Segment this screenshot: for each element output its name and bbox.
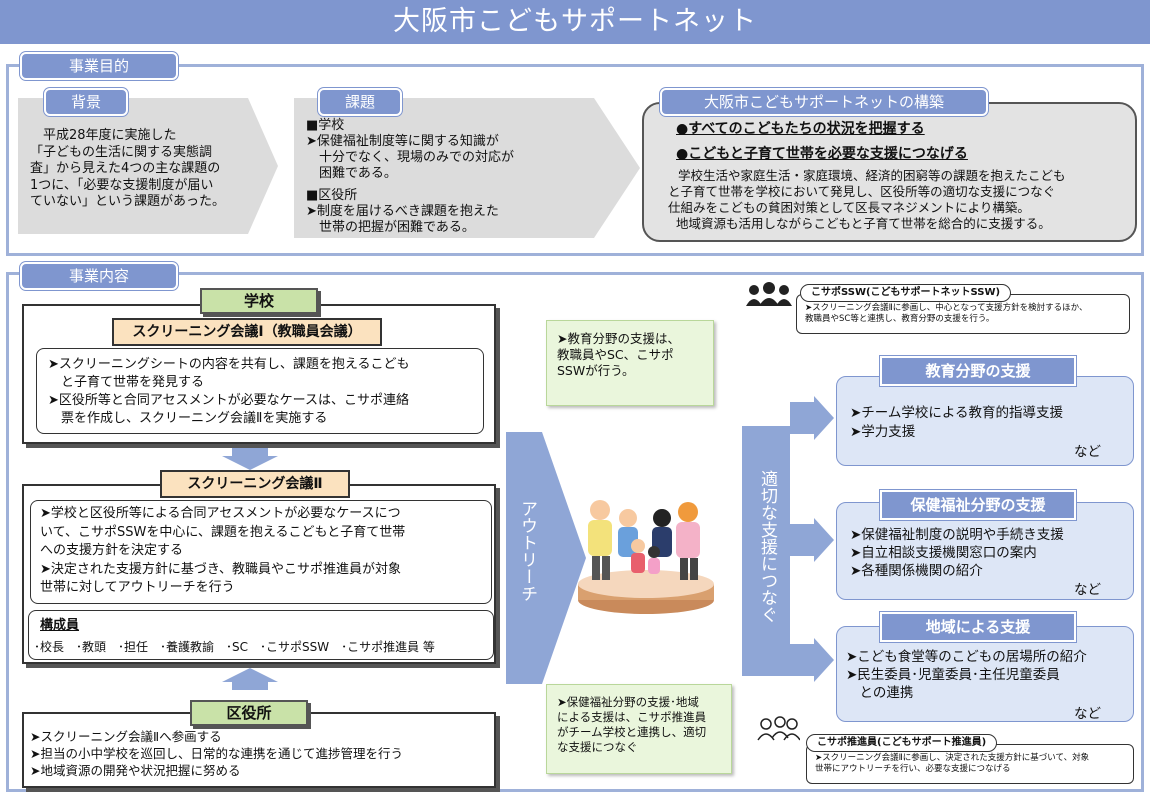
ward-text: ➤スクリーニング会議Ⅱへ参画する ➤担当の小中学校を巡回し、日常的な連携を通じて… [30, 729, 403, 778]
issues-text: ■学校 ➤保健福祉制度等に関する知識が 十分でなく、現場のみでの対応が 困難であ… [306, 118, 515, 235]
connect-arrow [742, 396, 834, 682]
connect-label: 適切な支援につなぐ [757, 470, 777, 623]
support-welfare-head: 保健福祉分野の支援 [880, 490, 1076, 520]
issues-tab: 課題 [318, 88, 402, 116]
family-illustration [578, 500, 714, 614]
build-point-2: ●こどもと子育て世帯を必要な支援につなげる [676, 146, 968, 162]
support-education-items: ➤チーム学校による教育的指導支援 ➤学力支援 [850, 405, 1064, 440]
down-arrow [222, 448, 278, 470]
members-list: ･校長 ･教頭 ･担任 ･養護教諭 ･SC ･こサポSSW ･こサポ推進員 等 [34, 640, 435, 654]
up-arrow [222, 668, 278, 690]
content-tab: 事業内容 [20, 262, 178, 290]
ward-label: 区役所 [190, 700, 308, 726]
group-icon [746, 282, 792, 306]
issues-arrow-panel [294, 98, 640, 238]
meeting-1-content [36, 348, 484, 434]
build-box [642, 102, 1137, 242]
education-note: ➤教育分野の支援は、 教職員やSC、こサポ SSWが行う。 [546, 320, 714, 406]
support-education [836, 376, 1134, 466]
school-label: 学校 [200, 288, 318, 314]
build-tab: 大阪市こどもサポートネットの構築 [660, 88, 988, 116]
support-community [836, 626, 1134, 722]
meeting-2-content [30, 500, 492, 604]
support-community-head: 地域による支援 [880, 612, 1076, 642]
welfare-note: ➤保健福祉分野の支援･地域 による支援は、こサポ推進員 がチーム学校と連携し、適… [546, 684, 732, 774]
screening-meeting-2-label: スクリーニング会議Ⅱ [160, 470, 350, 498]
support-education-head: 教育分野の支援 [880, 356, 1076, 386]
purpose-tab: 事業目的 [20, 52, 178, 80]
meeting-1-text: ➤スクリーニングシートの内容を共有し、課題を抱えるこども と子育て世帯を発見する… [48, 357, 410, 426]
screening-meeting-1-label: スクリーニング会議Ⅰ（教職員会議） [112, 318, 382, 346]
ssw-role-head: こサポSSW(こどもサポートネットSSW) [800, 284, 1012, 302]
background-tab: 背景 [44, 88, 128, 116]
outreach-label: アウトリーチ [517, 500, 537, 602]
meeting-2-text: ➤学校と区役所等による合同アセスメントが必要なケースにつ いて、こサポSSWを中… [40, 506, 406, 595]
support-community-items: ➤こども食堂等のこどもの居場所の紹介 ➤民生委員･児童委員･主任児童委員 との連… [846, 649, 1087, 701]
support-welfare-etc: など [1074, 582, 1101, 598]
members-heading: 構成員 [40, 618, 80, 633]
background-text: 平成28年度に実施した 「子どもの生活に関する実態調 査」から見えた4つの主な課… [30, 128, 226, 209]
outreach-arrow [506, 432, 586, 684]
support-education-etc: など [1074, 444, 1101, 460]
build-text: 学校生活や家庭生活・家庭環境、経済的困窮等の課題を抱えたこども と子育て世帯を学… [668, 168, 1066, 231]
build-point-1: ●すべてのこどもたちの状況を把握する [676, 121, 925, 137]
members-box [28, 610, 494, 660]
support-welfare-items: ➤保健福祉制度の説明や手続き支援 ➤自立相談支援機関窓口の案内 ➤各種関係機関の… [850, 527, 1064, 579]
page-title: 大阪市こどもサポートネット [0, 0, 1150, 44]
support-community-etc: など [1074, 706, 1101, 722]
promoter-role-head: こサポ推進員(こどもサポート推進員) [806, 734, 998, 752]
background-arrow-panel [18, 98, 278, 234]
people-outline-icon [757, 716, 800, 741]
